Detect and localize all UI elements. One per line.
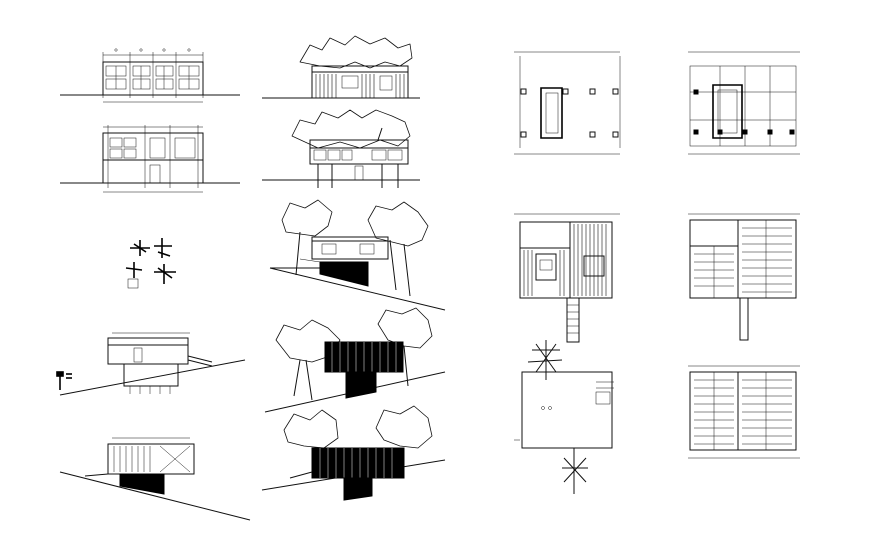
front-elevation-b — [60, 125, 240, 193]
section-elevation-b — [262, 109, 420, 188]
column-grid-plan — [688, 51, 800, 155]
site-section-b — [56, 332, 246, 396]
site-elevation-b — [59, 437, 251, 521]
site-section-a — [269, 199, 446, 311]
tree-plan-icon — [527, 340, 563, 380]
roof-framing-plan — [688, 365, 800, 459]
foundation-plan — [514, 51, 621, 155]
section-marker-icon — [56, 371, 72, 390]
site-elevation-c — [261, 405, 446, 501]
site-elevation-a — [264, 307, 446, 413]
floor-plan — [514, 213, 620, 343]
structural-joint-details — [125, 238, 176, 289]
floor-framing-plan — [688, 213, 800, 341]
roof-site-plan — [514, 340, 614, 494]
tree-plan-icon — [562, 448, 588, 494]
section-elevation-a — [262, 35, 420, 99]
front-elevation-a — [60, 48, 240, 103]
